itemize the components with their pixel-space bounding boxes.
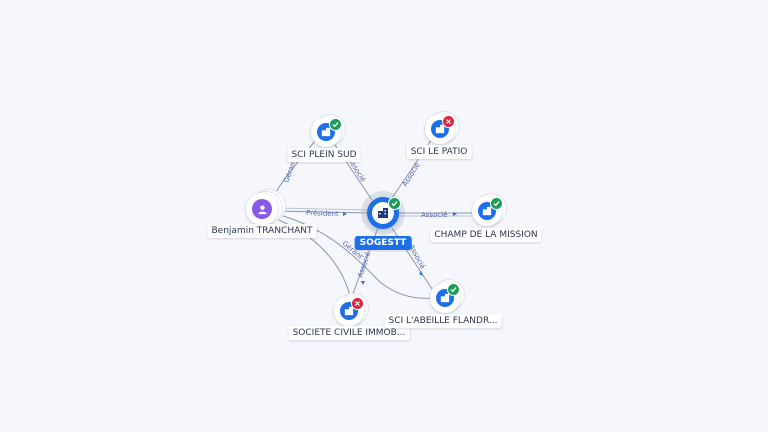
status-closed-icon [351, 297, 364, 310]
edge-tranchant-sogestt [275, 210, 371, 214]
arrow-associe-abeille [419, 271, 423, 276]
node-label-sci-plein-sud[interactable]: SCI PLEIN SUD [287, 148, 361, 162]
status-active-icon [388, 197, 401, 210]
node-label-benjamin-tranchant[interactable]: Benjamin TRANCHANT [207, 224, 317, 238]
relation-label-associe-patio: Associé [401, 161, 422, 188]
arrow-associe-mission [453, 212, 457, 216]
node-label-sci-le-patio[interactable]: SCI LE PATIO [406, 145, 472, 159]
node-label-sogestt[interactable]: SOGESTT [354, 236, 412, 250]
relation-label-associe-mission: Associé [421, 211, 447, 219]
arrow-president [343, 212, 347, 216]
status-active-icon [329, 118, 342, 131]
node-label-sci-labeille-flandr[interactable]: SCI L'ABEILLE FLANDR... [384, 314, 502, 328]
person-icon [252, 199, 272, 219]
status-active-icon [490, 197, 503, 210]
edge-tranchant-sogestt-2 [275, 207, 371, 211]
relation-label-president: Président [306, 209, 339, 218]
status-closed-icon [442, 115, 455, 128]
edge-tranchant-societe-civile [273, 217, 351, 297]
node-label-societe-civile-immob[interactable]: SOCIETE CIVILE IMMOB... [288, 326, 410, 340]
arrow-associe-societe [361, 281, 365, 285]
status-active-icon [447, 283, 460, 296]
node-label-champ-de-la-mission[interactable]: CHAMP DE LA MISSION [430, 228, 542, 242]
